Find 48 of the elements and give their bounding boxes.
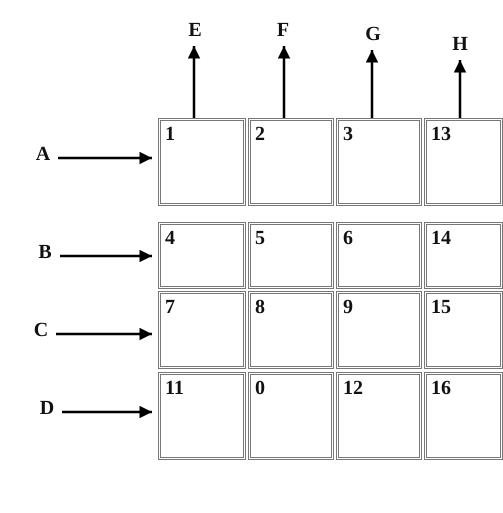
grid-cell [336,291,422,369]
grid-cell [158,291,246,369]
axis-letter: F [276,19,290,41]
axis-letter: C [34,319,48,341]
cell-number: 1 [165,123,175,145]
grid-cell [424,222,503,289]
grid-cell [424,291,503,369]
cell-number: 9 [343,296,353,318]
arrow [56,328,152,340]
grid-cell [424,118,503,206]
grid-cell [424,372,503,460]
arrow [60,250,152,262]
axis-letter: H [452,33,468,55]
cell-number: 4 [165,227,175,249]
grid-cell [248,372,334,460]
cell-number: 3 [343,123,353,145]
arrow [62,406,152,418]
cell-number: 8 [255,296,265,318]
arrow [58,152,152,164]
arrow [454,60,466,118]
arrow [366,50,378,118]
axis-letter: A [36,143,50,165]
cell-number: 14 [431,227,451,249]
grid-cell [336,118,422,206]
cell-number: 2 [255,123,265,145]
grid-cell [158,222,246,289]
axis-letter: B [38,241,52,263]
grid-cell [248,291,334,369]
cell-number: 16 [431,377,451,399]
arrow [188,46,200,118]
grid-cell [248,222,334,289]
cell-number: 11 [165,377,184,399]
cell-number: 0 [255,377,265,399]
grid-cell [248,118,334,206]
arrow [278,46,290,118]
cell-number: 5 [255,227,265,249]
cell-number: 6 [343,227,353,249]
axis-letter: D [40,397,54,419]
grid-cell [158,118,246,206]
axis-letter: G [365,23,381,45]
grid-cell [336,372,422,460]
cell-number: 12 [343,377,363,399]
cell-number: 13 [431,123,451,145]
grid-cell [158,372,246,460]
cell-number: 15 [431,296,451,318]
axis-letter: E [188,19,202,41]
grid-cell [336,222,422,289]
cell-number: 7 [165,296,175,318]
